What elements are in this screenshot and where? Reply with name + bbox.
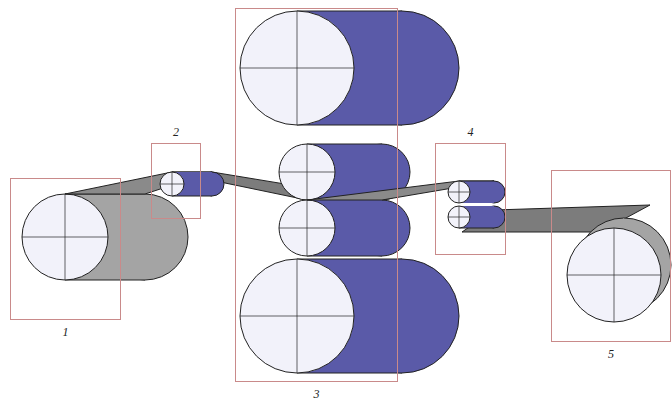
coiler-face bbox=[567, 228, 661, 322]
deflector-roll bbox=[160, 172, 184, 196]
pinch-roll bbox=[448, 181, 470, 203]
work-roll bbox=[279, 200, 335, 256]
backup-roll bbox=[240, 259, 354, 373]
callout-number: 4 bbox=[468, 126, 474, 138]
work-roll bbox=[279, 144, 335, 200]
coil-face bbox=[22, 194, 108, 280]
unit-frame: 3 bbox=[235, 8, 398, 382]
backup-roll bbox=[240, 11, 354, 125]
callout-number: 1 bbox=[63, 326, 69, 338]
unit-frame: 5 bbox=[551, 170, 671, 342]
callout-number: 3 bbox=[314, 388, 320, 400]
unit-frame: 1 bbox=[10, 178, 121, 320]
pinch-roll bbox=[448, 206, 470, 228]
callout-number: 2 bbox=[173, 126, 179, 138]
callout-number: 5 bbox=[608, 348, 614, 360]
unit-frame: 4 bbox=[435, 143, 506, 255]
unit-frame: 2 bbox=[151, 143, 201, 219]
